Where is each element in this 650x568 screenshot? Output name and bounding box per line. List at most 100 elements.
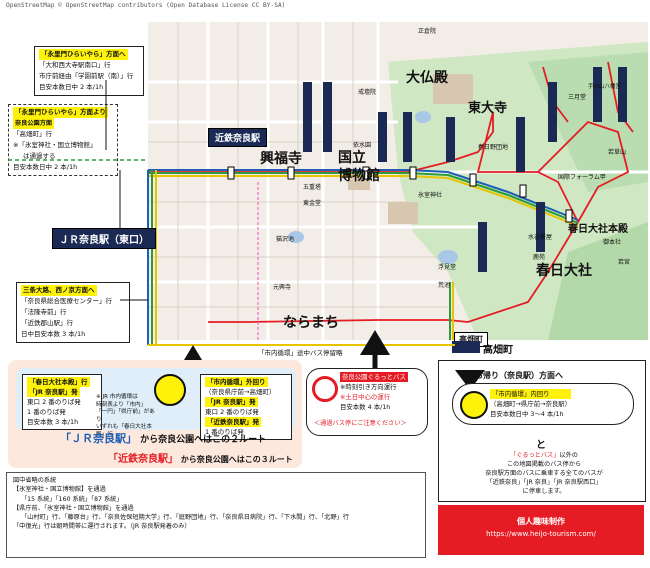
map-label-small: 猫沢池 <box>276 236 295 243</box>
map-attribution: OpenStreetMap © OpenStreetMap contributo… <box>6 2 286 9</box>
kintetsu-caption: 「近鉄奈良駅」 から奈良公園へはこの３ルート <box>108 450 293 465</box>
route-line: 「高畑町」行 <box>13 130 52 138</box>
box-title: 「春日大社本殿」行 <box>27 377 90 387</box>
omitted-routes-legend: 図中省略の系統 【氷室神社・国立博物館】を通過 「15 系統」「160 系統」「… <box>6 472 426 558</box>
takabatake-stop-marker <box>452 341 480 353</box>
return-loop-details: 「市内循環」内回り （高畑町→県庁前→奈良駅） 目安本数日中 3～4 本/1h <box>490 389 572 419</box>
jr-caption-text: から奈良公園へはこの２ルート <box>137 435 267 445</box>
label-naramachi: ならまち <box>283 315 339 331</box>
jr-caption-station: 「ＪＲ奈良駅」 <box>60 432 137 445</box>
gururin-line: ※土日中心の運行 <box>340 393 391 401</box>
station-kintetsu-nara[interactable]: 近鉄奈良駅 <box>208 128 268 147</box>
map-area[interactable]: 大仏殿 東大寺 興福寺 国立 博物館 春日大社本殿 春日大社 ならまち 正倉院 … <box>148 22 648 347</box>
return-notes: 「ぐるっとバス」以外の この地図掲載のバス停から 奈良駅方面のバスに乗車する全て… <box>446 451 642 496</box>
credit-url[interactable]: https://www.heijo-tourism.com/ <box>486 530 596 538</box>
route-line: 「大和西大寺駅南口」行 <box>39 61 111 69</box>
gururin-loop-icon <box>312 376 338 402</box>
label-todaiji: 東大寺 <box>468 101 508 116</box>
return-loop-icon <box>460 391 488 419</box>
legend-line: 【氷室神社・国立博物館】を通過 <box>13 486 106 494</box>
box-stop: 東口 2 番のりば発 <box>205 408 259 416</box>
label-kasuga-taisha: 春日大社 <box>536 263 592 279</box>
takabatake-label: 高畑町 <box>483 345 513 356</box>
map-label-small: 五重塔 <box>303 184 322 191</box>
map-label-small: 三月堂 <box>568 94 587 101</box>
credit-title: 個人趣味制作 <box>517 517 565 526</box>
return-and: と <box>536 440 546 451</box>
note-line: 「一円」「県庁前」があり <box>96 409 155 423</box>
return-note: この地図掲載のバス停から <box>506 461 582 468</box>
box-stop: 1 番のりば発 <box>205 428 244 436</box>
note-line: ※ JR 市内循環は <box>96 394 138 400</box>
gururin-title: 奈良公園ぐるっとバス <box>340 372 408 382</box>
route-line: 「近鉄郡山駅」行 <box>21 319 73 327</box>
box-stop: 1 番のりば発 <box>27 408 66 416</box>
loop-symbol-icon <box>154 374 186 406</box>
map-label-small: 春日野団地 <box>478 144 509 151</box>
route-line: 奈良公園方面 <box>13 118 55 129</box>
kintetsu-caption-text: から奈良公園へはこの３ルート <box>178 455 293 464</box>
legend-line: 「15 系統」「160 系統」「87 系統」 <box>21 495 123 503</box>
map-label-small: 元興寺 <box>273 284 292 291</box>
route-line: 市庁前経由「学園前駅（南）」行 <box>39 72 134 80</box>
box-sub: （奈良県庁前→高畑町） <box>205 388 276 396</box>
box-from: 「JR 奈良駅」発 <box>205 397 258 407</box>
map-label-small: 国際フォーラム甲 <box>558 174 606 181</box>
route-line: 目安本数日中 2 本/1h <box>13 163 78 171</box>
label-national-museum: 国立 博物館 <box>338 150 380 184</box>
map-label-small: 浮見堂 <box>438 264 457 271</box>
legend-title: 図中省略の系統 <box>13 477 57 484</box>
route-box-title: 三条大路、西ノ京方面へ <box>21 285 97 296</box>
gururin-line: 目安本数 4 本/1h <box>340 403 391 411</box>
legend-line: 「山村町」行、「藤原台」行、「奈良佐保短期大学」行、「庭野団地」行、「奈良県日病… <box>21 514 349 522</box>
credit-box: 個人趣味制作 https://www.heijo-tourism.com/ <box>438 505 644 555</box>
route-line: 日中目安本数 3 本/1h <box>21 330 86 338</box>
box-from: 「近鉄奈良駅」発 <box>205 417 261 427</box>
box-title: 「市内循環」外回り <box>205 377 268 387</box>
gururin-note: ＜通過バス停にご注意ください＞ <box>314 420 407 427</box>
map-label-small: 正倉院 <box>418 28 437 35</box>
map-label-small: 御本社 <box>603 239 622 246</box>
map-label-small: 戒壇院 <box>358 89 377 96</box>
label-kofukuji: 興福寺 <box>260 151 302 167</box>
kintetsu-caption-station: 「近鉄奈良駅」 <box>108 454 178 465</box>
jr-caption: 「ＪＲ奈良駅」 から奈良公園へはこの２ルート <box>60 430 266 446</box>
gururin-line: ※時刻引き方向運行 <box>340 383 397 391</box>
jr-loop-note: ※ JR 市内循環は 時刻表より「市内」 「一円」「県庁前」があり いずれも「春… <box>96 394 156 439</box>
map-label-small: 若宮 <box>618 259 631 266</box>
map-label-small: 水谷茶屋 <box>528 234 553 241</box>
station-jr-nara-east[interactable]: ＪＲ奈良駅（東口） <box>52 228 156 249</box>
box-from: 「JR 奈良駅」発 <box>27 387 80 397</box>
map-label-small: 依水園 <box>353 142 372 149</box>
map-label-small: 東金堂 <box>303 200 322 207</box>
route-box-eirimon-from: 「永里門ひらいやら」方面より 奈良公園方面 「高畑町」行 ※「氷室神社・国立博物… <box>8 104 118 176</box>
note-line: 時刻表より「市内」 <box>96 401 147 408</box>
route-box-title: 「永里門ひらいやら」方面より <box>13 107 108 118</box>
return-loop-title: 「市内循環」内回り <box>490 389 572 399</box>
route-box-title: 「永里門ひらいやら」方面へ <box>39 49 128 60</box>
return-note: 「近鉄奈良」「JR 奈良」「JR 奈良駅西口」 <box>486 479 602 486</box>
box-city-loop-outer: 「市内循環」外回り （奈良県庁前→高畑町） 「JR 奈良駅」発 東口 2 番のり… <box>200 374 292 440</box>
return-note-highlight: 「ぐるっとバス」 <box>510 452 560 459</box>
legend-line: 【県庁前、「氷室神社・国立博物館」を通過 <box>13 504 134 512</box>
map-svg <box>148 22 648 342</box>
route-box-sanjo: 三条大路、西ノ京方面へ 「奈良県総合医療センター」行 「法隆寺前」行 「近鉄郡山… <box>16 282 130 343</box>
route-line: 目安本数日中 2 本/1h <box>39 83 104 91</box>
note-line: いずれも「春日大社本殿」行 <box>96 424 152 438</box>
box-kasuga-honden-bound: 「春日大社本殿」行 「JR 奈良駅」発 東口 2 番のりば発 1 番のりば発 目… <box>22 374 102 430</box>
route-box-eirimon-to: 「永里門ひらいやら」方面へ 「大和西大寺駅南口」行 市庁前経由「学園前駅（南）」… <box>34 46 144 96</box>
return-heading: お帰り（奈良駅）方面へ <box>475 371 563 380</box>
legend-line: 「中復光」行は朝時間帯に運行されます。（JR 奈良駅発着のみ） <box>13 523 191 531</box>
label-daibutsuden: 大仏殿 <box>406 70 448 86</box>
label-kasuga-honden: 春日大社本殿 <box>568 224 628 235</box>
map-label-small: 手向山八幡宮 <box>588 84 622 90</box>
box-stop: 東口 2 番のりば発 <box>27 398 81 406</box>
route-midbar-label: 「市内循環」途中バス停留略 <box>258 347 343 357</box>
return-loop-sub: （高畑町→県庁前→奈良駅） <box>490 400 572 408</box>
route-line: ※「氷室神社・国立博物館」 <box>13 141 97 149</box>
return-loop-freq: 目安本数日中 3～4 本/1h <box>490 410 564 418</box>
route-line: は通過する <box>23 152 56 160</box>
map-label-small: 荒池 <box>438 282 451 289</box>
map-label-small: 若草山 <box>608 149 627 156</box>
return-note: 以外の <box>559 452 578 459</box>
